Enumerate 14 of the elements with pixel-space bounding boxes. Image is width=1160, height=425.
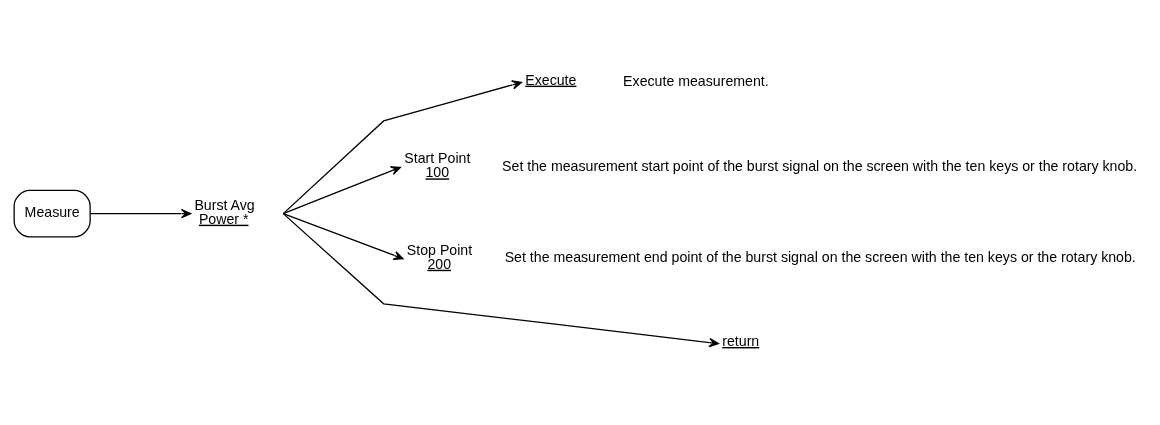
node-text: Burst Avg Power *: [194, 196, 255, 227]
node-text: return: [722, 332, 760, 349]
node-label: Set the measurement end point of the burst signal on the screen with the ten keys or the rotary knob.: [504, 248, 1136, 265]
node-label: Execute measurement.: [623, 72, 769, 89]
node-text: Stop Point 200: [406, 241, 473, 272]
arrow: [282, 79, 523, 214]
arrow: [282, 212, 720, 347]
node-text: Start Point 100: [404, 149, 471, 180]
node-text: Execute: [525, 71, 577, 88]
arrow: [282, 212, 404, 260]
arrow: [89, 208, 192, 218]
node-box: Measure: [13, 189, 91, 237]
node-label: Set the measurement start point of the burst signal on the screen with the ten keys or the rotary knob.: [502, 157, 1138, 174]
arrow: [282, 165, 402, 214]
